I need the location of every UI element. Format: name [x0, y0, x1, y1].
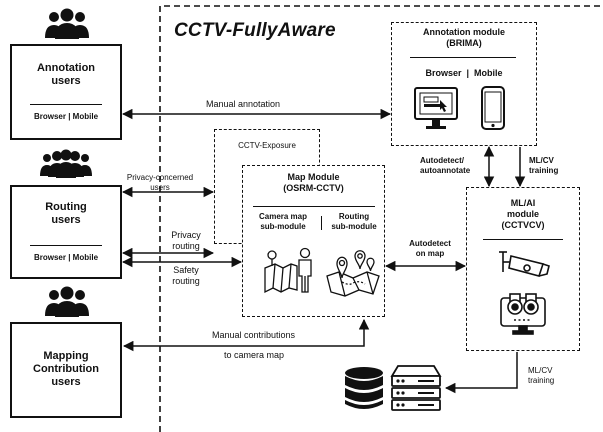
camera-map-submodule-2: sub-module — [260, 221, 306, 231]
binoculars-monitor-icon — [500, 293, 546, 335]
safety-routing-label-1: Safety — [173, 265, 199, 275]
camera-map-submodule-1: Camera map — [258, 212, 308, 221]
safety-routing-label-2: routing — [172, 275, 200, 286]
annotation-users-box: Annotation users Browser | Mobile — [10, 44, 122, 140]
annotation-module-box: Annotation module (BRIMA) Browser | Mobi… — [391, 22, 537, 146]
annotation-module-title-2: (BRIMA) — [446, 37, 482, 48]
server-icon — [390, 365, 442, 411]
smartphone-icon — [481, 86, 505, 130]
ml-module-title-2: module — [506, 208, 539, 219]
system-title: CCTV-FullyAware — [174, 20, 336, 41]
manual-annotation-label: Manual annotation — [206, 99, 281, 109]
ml-cv-training-top-label-1: ML/CV — [529, 156, 554, 165]
desktop-monitor-icon — [414, 87, 458, 129]
mapping-users-title-2: Contribution — [33, 363, 99, 376]
routing-submodule-1: Routing — [338, 212, 370, 221]
autodetect-map-label-1: Autodetect — [409, 239, 451, 248]
routing-users-box: Routing users Browser | Mobile — [10, 185, 122, 279]
cctv-camera-icon — [499, 251, 550, 277]
ml-cv-training-bottom-label-1: ML/CV — [528, 366, 553, 375]
ml-module-box: ML/AI module (CCTVCV) — [466, 187, 580, 351]
ml-cv-training-top-label-2: training — [529, 165, 559, 175]
manual-contrib-arrow — [122, 318, 370, 352]
map-module-box: Map Module (OSRM-CCTV) Camera map sub-mo… — [242, 165, 385, 317]
annotation-users-icon — [45, 8, 89, 39]
map-module-title-1: Map Module — [287, 172, 340, 182]
privacy-routing-label-2: routing — [172, 240, 200, 251]
ml-module-title-1: ML/AI — [510, 198, 536, 208]
autodetect-annotate-label-1: Autodetect/ — [420, 156, 464, 165]
routing-users-platforms: Browser | Mobile — [33, 253, 99, 262]
to-camera-map-label: to camera map — [224, 350, 285, 360]
privacy-concerned-label-1: Privacy-concerned — [126, 173, 194, 182]
annotation-users-title-1: Annotation — [36, 62, 96, 74]
routing-users-icon — [40, 149, 92, 178]
privacy-routing-label-1: Privacy — [171, 230, 201, 240]
autodetect-map-label-2: on map — [415, 248, 445, 258]
routing-users-title-2: users — [51, 214, 81, 227]
people-map-icon — [264, 247, 312, 294]
annotation-users-title-2: users — [51, 75, 81, 88]
database-icon — [345, 367, 383, 409]
ml-module-title-3: (CCTVCV) — [501, 219, 545, 230]
ml-cv-training-bottom-arrow — [444, 352, 518, 394]
route-map-icon — [326, 250, 380, 297]
annotation-module-title-1: Annotation module — [423, 27, 505, 37]
map-module-title-2: (OSRM-CCTV) — [283, 182, 344, 193]
routing-submodule-2: sub-module — [331, 221, 377, 231]
mapping-users-icon — [45, 286, 89, 317]
manual-contrib-label: Manual contributions — [212, 330, 296, 340]
cctv-exposure-title: CCTV-Exposure — [238, 141, 296, 150]
routing-users-title-1: Routing — [45, 201, 87, 213]
annotation-module-platforms: Browser | Mobile — [425, 68, 503, 78]
privacy-concerned-label-2: users — [150, 182, 170, 192]
autodetect-annotate-label-2: autoannotate — [420, 165, 471, 175]
mapping-users-box: Mapping Contribution users — [10, 322, 122, 418]
mapping-users-title-3: users — [51, 376, 81, 389]
ml-cv-training-bottom-label-2: training — [528, 375, 555, 385]
annotation-users-platforms: Browser | Mobile — [33, 112, 99, 121]
mapping-users-title-1: Mapping — [43, 350, 89, 362]
